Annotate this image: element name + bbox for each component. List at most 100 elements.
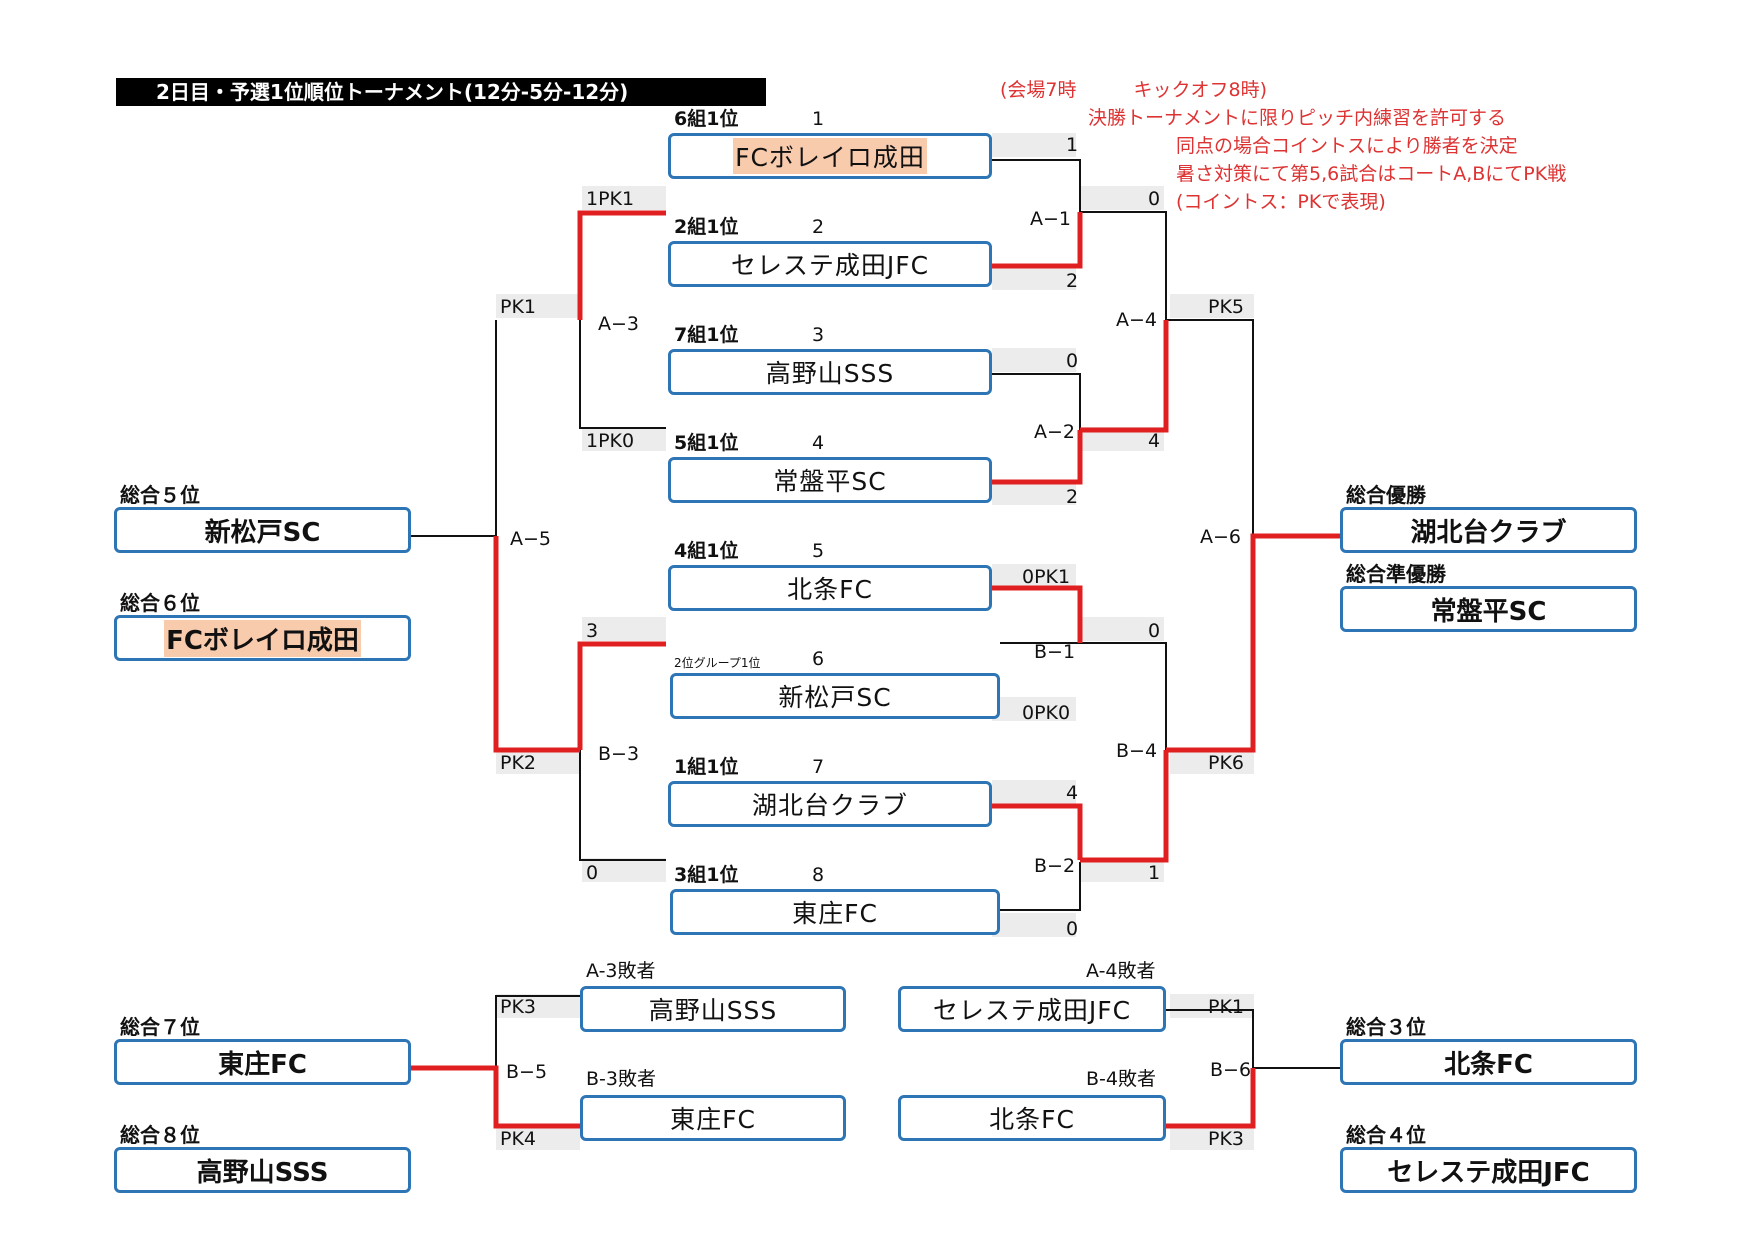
team-box: セレステ成田JFC [898,986,1166,1032]
score-a4-bot: 4 [1148,430,1161,452]
win-b3 [577,641,666,750]
win-a1 [992,212,1083,269]
score-bg [582,858,666,882]
rank-label: 総合３位 [1346,1015,1426,1039]
team-box: 高野山SSS [580,986,846,1032]
rank-team-box: 北条FC [1340,1039,1637,1085]
score-b2-top: 4 [1066,782,1079,804]
rank-team-box: 湖北台クラブ [1340,507,1637,553]
match-a4: A−4 [1116,309,1158,331]
rank-team-box: 東庄FC [114,1039,411,1085]
seed-group: 5組1位 [674,432,739,454]
seed-group: 6組1位 [674,108,739,130]
seed-number: 5 [812,540,825,562]
score-b5-bot: PK4 [500,1128,537,1150]
seed-group: 3組1位 [674,864,739,886]
score-b6-bot: PK3 [1208,1128,1245,1150]
win-a4 [1080,320,1169,433]
consolation-label: A-3敗者 [586,960,656,982]
score-bg [992,133,1076,157]
seed-group: 7組1位 [674,324,739,346]
win-a2 [992,430,1083,485]
match-a2: A−2 [1034,421,1076,443]
match-b6: B−6 [1210,1059,1252,1081]
team-name: 東庄FC [792,899,878,928]
score-b4-top: 0 [1148,620,1161,642]
team-box: セレステ成田JFC [668,241,992,287]
team-box: 湖北台クラブ [668,781,992,827]
score-bg [992,564,1076,588]
score-b3-top: 3 [586,620,599,642]
seed-number: 3 [812,324,825,346]
score-b6-top: PK1 [1208,996,1245,1018]
score-a2-top: 0 [1066,350,1079,372]
team-box: 北条FC [668,565,992,611]
score-b1-top: 0PK1 [1022,566,1071,588]
seed-number: 6 [812,648,825,670]
score-bg [496,294,580,318]
score-bg [496,1126,580,1150]
score-bg [496,994,580,1018]
seed-group: 4組1位 [674,540,739,562]
rank-team-box: 新松戸SC [114,507,411,553]
team-name: 高野山SSS [648,996,778,1025]
rank-label: 総合５位 [120,483,200,507]
score-bg [1080,186,1164,210]
seed-group: 2組1位 [674,216,739,238]
team-box: 東庄FC [670,889,1000,935]
team-name: 東庄FC [670,1105,756,1134]
score-bg [1170,1126,1254,1150]
team-name: セレステ成田JFC [932,996,1132,1025]
win-b1 [992,585,1083,643]
consolation-label: B-4敗者 [1086,1068,1156,1090]
match-a1: A−1 [1030,208,1072,230]
score-bg [992,913,1076,937]
line-b4 [1080,642,1167,750]
note-practice: 決勝トーナメントに限りピッチ内練習を許可する [1088,107,1507,129]
score-a4-top: 0 [1148,188,1161,210]
win-a3 [577,210,666,320]
score-bg [992,780,1076,804]
note-venue: (会場7時 キックオフ8時) [1000,79,1268,101]
match-a3: A−3 [598,313,640,335]
score-bg [496,750,580,774]
note-cointoss: (コイントス：PKで表現) [1176,191,1386,213]
team-name: 北条FC [1444,1049,1533,1080]
win-b5 [411,1065,580,1129]
line-b6 [1166,1009,1340,1069]
seed-number: 8 [812,864,825,886]
score-a1-top: 1 [1066,134,1079,156]
team-name: 常盤平SC [773,467,887,496]
line-a2 [992,373,1081,430]
match-a5: A−5 [510,528,552,550]
win-a5 [493,536,580,753]
line-a3 [579,320,666,429]
score-b5-top: PK3 [500,996,537,1018]
score-bg [1170,750,1254,774]
note-heat: 暑さ対策にて第5,6試合はコートA,BにてPK戦 [1176,163,1567,185]
seed-group: 2位グループ1位 [674,656,761,670]
match-b1: B−1 [1034,641,1076,663]
rank-label: 総合優勝 [1346,483,1426,507]
team-name: 湖北台クラブ [1410,517,1567,548]
team-name: FCボレイロ成田 [164,619,361,657]
match-b2: B−2 [1034,855,1076,877]
win-b4 [1080,750,1169,863]
line-b5 [495,995,580,1068]
score-a3-top: 1PK1 [586,188,635,210]
win-b2 [992,803,1083,860]
team-name: セレステ成田JFC [730,251,930,280]
score-bg [582,427,666,451]
win-a6 [1166,533,1340,753]
rank-label: 総合６位 [120,591,200,615]
team-box: 東庄FC [580,1095,846,1141]
line-a1 [992,159,1081,212]
score-bg [582,617,666,641]
consolation-label: B-3敗者 [586,1068,656,1090]
score-bg [992,697,1076,721]
win-b6 [1166,1068,1256,1129]
match-b4: B−4 [1116,740,1158,762]
line-a5 [411,320,497,537]
team-name: 常盤平SC [1430,596,1547,627]
